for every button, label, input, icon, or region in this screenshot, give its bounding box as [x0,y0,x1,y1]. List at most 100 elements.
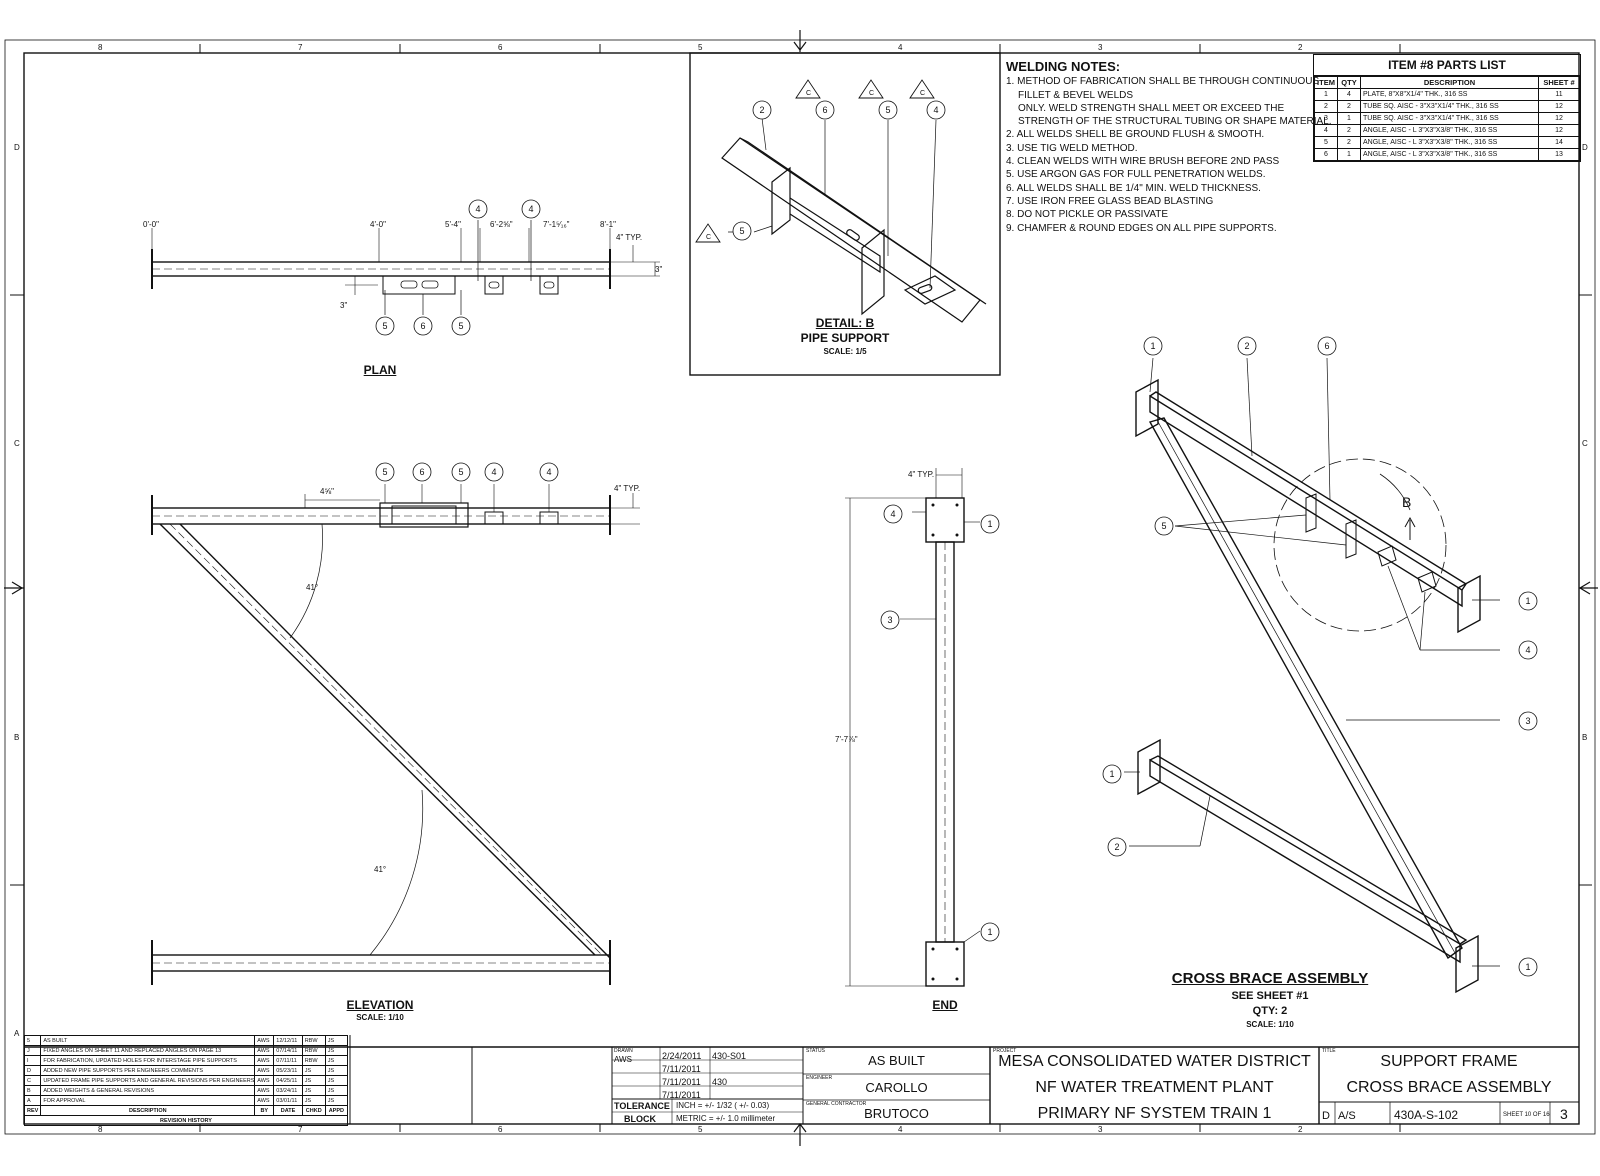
rev-cell: 05/23/11 [273,1065,303,1076]
elevation-label: ELEVATION [346,998,414,1012]
rev-header: DESCRIPTION [40,1105,256,1116]
rev-cell: FIXED ANGLES ON SHEET 11 AND REPLACED AN… [40,1045,256,1056]
note-line: STRENGTH OF THE STRUCTURAL TUBING OR SHA… [1018,116,1332,128]
plan-dimensions: 0'-0" 4'-0" 5'-4" 6'-2⅝" 7'-1⁵⁄₁₆" 8'-1"… [143,220,662,310]
detail-leaders [728,117,937,289]
weld-c: C [706,234,711,241]
rev-cell: 07/14/11 [273,1045,303,1056]
grid-label: 2 [1298,43,1303,52]
item-cell: 5 [1314,136,1338,149]
rev-footer: REVISION HISTORY [24,1115,348,1126]
dim-plan-0: 0'-0" [143,220,159,229]
drawn-by: AWS [614,1055,632,1064]
balloon-number: 4 [546,467,551,477]
weld-c: C [806,90,811,97]
project-line-3: PRIMARY NF SYSTEM TRAIN 1 [1037,1105,1272,1122]
balloon-number: 1 [1150,341,1155,351]
rev-cell: JS [324,1065,349,1076]
dim-plan-81: 8'-1" [600,220,616,229]
size-value: D [1322,1110,1330,1122]
rev-header: BY [254,1105,275,1116]
grid-label: 6 [498,43,503,52]
qty-cell: 1 [1337,112,1361,125]
balloon-number: 4 [890,509,895,519]
grid-label: 4 [898,43,903,52]
balloon-number: 5 [739,226,744,236]
rev-cell: 07/11/11 [273,1055,303,1066]
assembly-qty: QTY: 2 [1252,1005,1288,1017]
note-line: 7. USE IRON FREE GLASS BEAD BLASTING [1006,195,1214,207]
dim-angle: 41° [374,865,386,874]
parts-list-title: ITEM #8 PARTS LIST [1314,55,1580,76]
engineer-label: ENGINEER [806,1075,833,1081]
note-line: ONLY. WELD STRENGTH SHALL MEET OR EXCEED… [1018,102,1285,114]
table-row: 6 1 ANGLE, AISC - L 3"X3"X3/8" THK., 316… [1314,148,1580,161]
parts-list: ITEM #8 PARTS LIST ITEM QTY DESCRIPTION … [1313,54,1581,162]
note-line: 2. ALL WELDS SHELL BE GROUND FLUSH & SMO… [1006,129,1265,141]
weld-letters: C C C C [706,90,925,241]
desc-cell: PLATE, 8"X8"X1/4" THK., 316 SS [1360,88,1539,101]
grid-ticks [10,44,1592,1132]
assembly-scale: SCALE: 1/10 [1246,1020,1294,1029]
rev-cell: RBW [301,1055,326,1066]
table-row: REVISION HISTORY [24,1115,348,1126]
assembly-title: CROSS BRACE ASSEMBLY [1171,970,1369,987]
date-4: 7/11/2011 [662,1090,701,1100]
rev-cell: C [23,1075,42,1086]
note-line: 3. USE TIG WELD METHOD. [1006,142,1138,154]
status-label: STATUS [806,1048,826,1054]
item-cell: 4 [1314,124,1338,137]
balloon-number: 1 [1525,596,1530,606]
rev-cell: JS [324,1055,349,1066]
desc-cell: TUBE SQ. AISC - 3"X3"X1/4" THK., 316 SS [1360,100,1539,113]
dim-typ: 4" TYP. [614,484,640,493]
rev-cell: 5 [23,1035,42,1046]
rev-cell: JS [301,1095,326,1106]
elevation-dimensions: 4⅝" 4" TYP. 41° 41° [306,484,640,874]
qty-cell: 2 [1337,100,1361,113]
end-view [845,468,981,987]
note-line: 8. DO NOT PICKLE OR PASSIVATE [1006,209,1169,221]
rev-cell: 03/24/11 [273,1085,303,1096]
balloon-number: 5 [458,321,463,331]
dim-three: 3" [655,265,662,274]
rev-header: APPD [324,1105,349,1116]
title-line-1: SUPPORT FRAME [1380,1053,1518,1070]
desc-cell: TUBE SQ. AISC - 3"X3"X1/4" THK., 316 SS [1360,112,1539,125]
end-label: END [932,998,958,1012]
end-dimensions: 4" TYP. 7'-7⅞" [835,470,934,744]
project-label: PROJECT [993,1048,1016,1054]
balloon-number: 2 [1114,842,1119,852]
rev-cell: ADDED NEW PIPE SUPPORTS PER ENGINEERS CO… [40,1065,256,1076]
qty-cell: 1 [1337,148,1361,161]
balloon-number: 5 [382,467,387,477]
item-cell: 2 [1314,100,1338,113]
rev-cell: FOR FABRICATION, UPDATED HOLES FOR INTER… [40,1055,256,1066]
balloon-number: 1 [1109,769,1114,779]
table-row: 2 2 TUBE SQ. AISC - 3"X3"X1/4" THK., 316… [1314,100,1580,113]
balloon-number: 5 [382,321,387,331]
note-line: 1. METHOD OF FABRICATION SHALL BE THROUG… [1006,76,1320,88]
note-line: 4. CLEAN WELDS WITH WIRE BRUSH BEFORE 2N… [1006,156,1280,168]
rev-header: REV [23,1105,42,1116]
dim-plan-71: 7'-1⁵⁄₁₆" [543,220,570,229]
balloon-number: 6 [1324,341,1329,351]
rev-cell: J [23,1045,42,1056]
grid-label: D [1582,143,1588,152]
sheet-cell: 12 [1538,124,1580,137]
rev-cell: I [23,1055,42,1066]
assembly-see: SEE SHEET #1 [1231,990,1309,1002]
grid-label: 8 [98,43,103,52]
rev-cell: AS BUILT [40,1035,256,1046]
parts-header: SHEET # [1538,76,1580,89]
grid-label: 4 [898,1125,903,1134]
rev-cell: RBW [301,1035,326,1046]
dim-three: 3" [340,301,347,310]
balloon-number: 4 [528,204,533,214]
parts-header: QTY [1337,76,1361,89]
dim-typ: 4" TYP. [616,233,642,242]
balloon-number: 3 [1525,716,1530,726]
note-line: 5. USE ARGON GAS FOR FULL PENETRATION WE… [1006,169,1266,181]
